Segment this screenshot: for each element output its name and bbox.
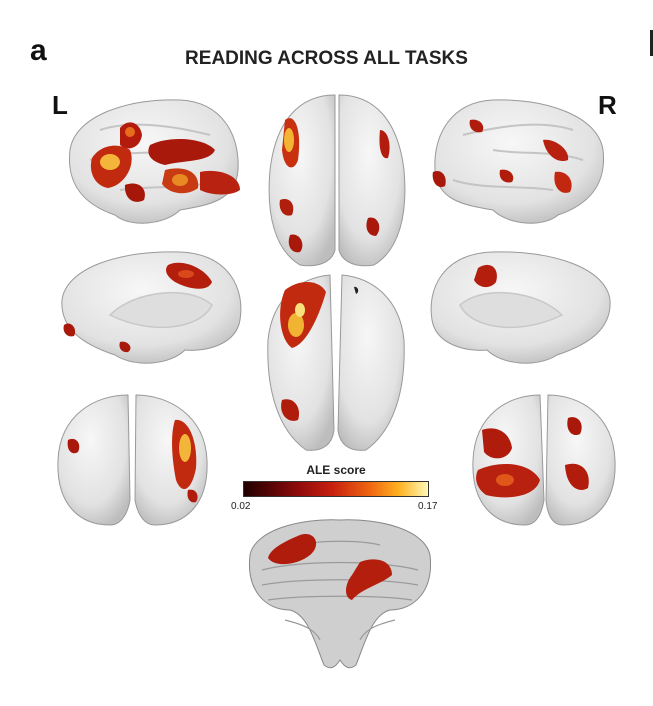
right-hemisphere-label: R [598, 90, 617, 120]
right-frontal-view-brain [472, 394, 616, 526]
left-frontal-view-brain [57, 394, 208, 526]
cerebellum-flatmap [248, 519, 432, 669]
right-lateral-brain [432, 99, 605, 224]
left-medial-brain [61, 251, 242, 364]
figure-title: READING ACROSS ALL TASKS [185, 48, 468, 69]
panel-letter: a [30, 34, 47, 67]
left-lateral-brain [68, 99, 240, 224]
dorsal-view-brain [268, 94, 406, 267]
right-medial-brain [430, 251, 611, 364]
left-hemisphere-label: L [52, 90, 68, 120]
colorbar-max-label: 0.17 [418, 501, 438, 512]
ale-colorbar [243, 481, 429, 497]
colorbar-min-label: 0.02 [231, 501, 251, 512]
ventral-view-brain [267, 274, 405, 451]
edge-mark [650, 30, 653, 56]
colorbar-title: ALE score [306, 463, 366, 477]
